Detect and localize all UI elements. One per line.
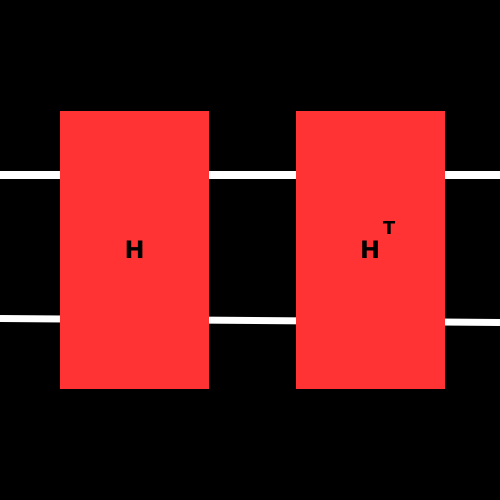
gate-h-transpose-superscript: T [383, 218, 396, 239]
gate-h-transpose-box [296, 111, 445, 389]
gate-h-box [60, 111, 209, 389]
gate-h-transpose: H T [296, 111, 445, 389]
gate-h: H [60, 111, 209, 389]
gate-h-transpose-label: H [360, 236, 380, 264]
gate-h-label: H [124, 236, 144, 264]
